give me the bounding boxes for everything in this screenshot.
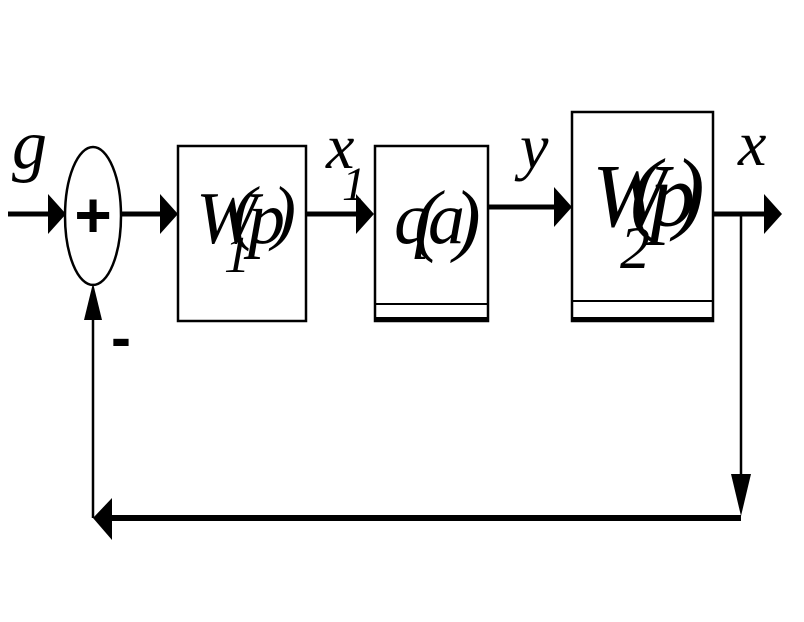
w1-close-paren: ) — [268, 172, 296, 252]
feedback-up-arrow — [84, 283, 102, 518]
signal-input-g: g — [12, 107, 47, 184]
q-func-letter: q — [394, 178, 431, 260]
w2-var: p — [644, 147, 695, 246]
w2-func-letter: W — [592, 147, 674, 246]
signal-y: y — [514, 111, 549, 182]
junction-to-w1-arrow — [121, 194, 178, 234]
w1-to-q-arrow — [306, 194, 374, 234]
input-arrow — [8, 194, 66, 234]
signal-x1-letter: x — [325, 111, 354, 182]
block-w1 — [176, 144, 308, 323]
w2-close-paren: ) — [669, 140, 705, 242]
signal-x1-subscript: 1 — [342, 158, 366, 211]
w1-func-letter: W — [196, 178, 264, 260]
feedback-left-arrow — [93, 498, 741, 540]
q-open-paren: ( — [414, 176, 445, 264]
w1-subscript: 1 — [224, 227, 250, 284]
minus-sign: - — [111, 304, 131, 371]
plus-sign: + — [74, 179, 111, 251]
feedback-down-arrow — [731, 214, 751, 516]
w1-open-paren: ( — [232, 172, 260, 252]
q-var: a — [428, 178, 465, 260]
q-to-w2-arrow — [488, 187, 572, 227]
signal-output-x: x — [737, 108, 766, 179]
w1-var: p — [243, 178, 285, 260]
w2-subscript: 2 — [620, 215, 650, 281]
w2-open-paren: ( — [630, 140, 666, 242]
q-close-paren: ) — [450, 176, 481, 264]
output-arrow — [713, 194, 782, 234]
